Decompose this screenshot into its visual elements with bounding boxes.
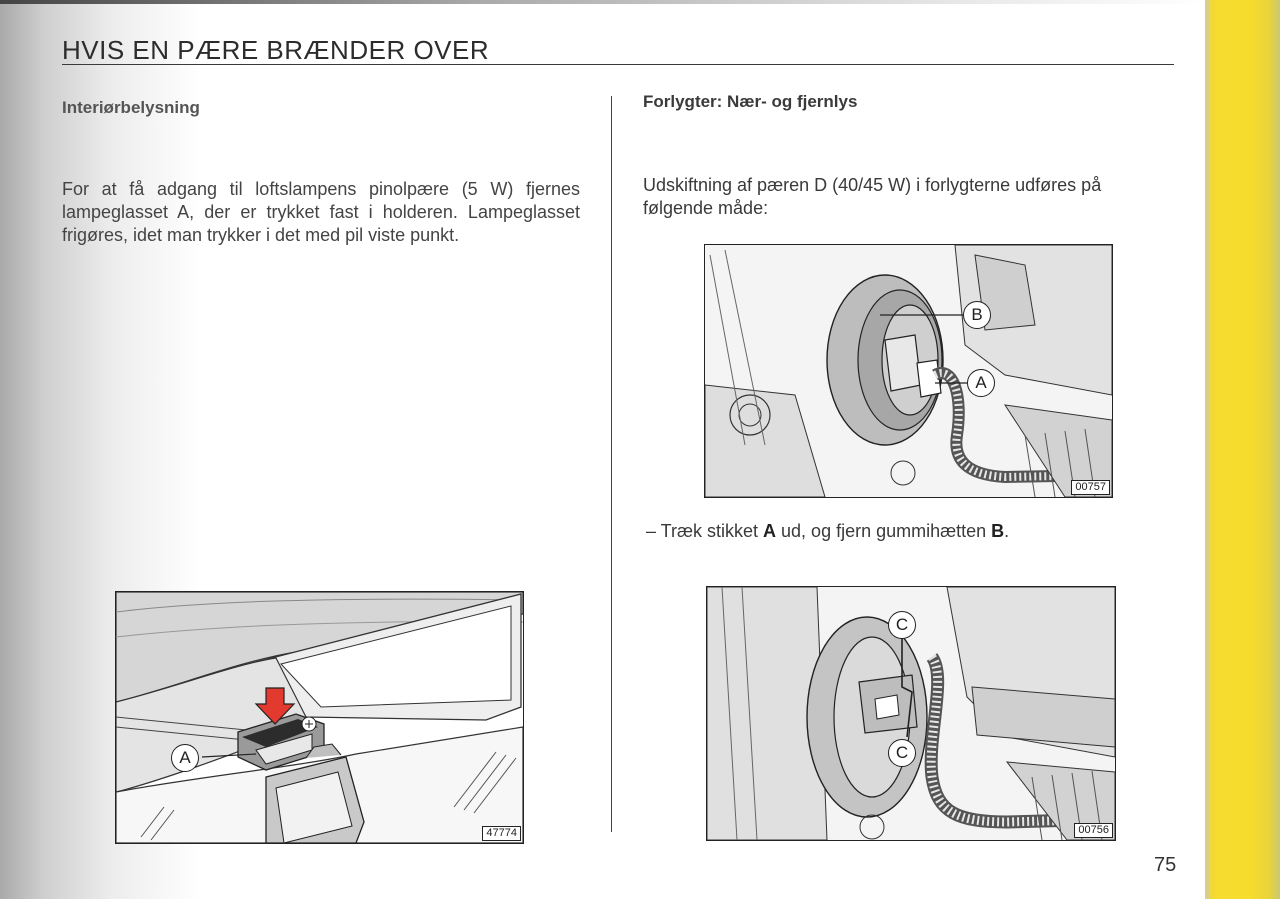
figure-code: 00757 [1071,480,1110,495]
instruction-prefix: – Træk stikket [646,521,764,541]
title-rule [62,64,1174,65]
callout-a: A [171,744,199,772]
left-paragraph: For at få adgang til loftslampens pinolp… [62,179,580,245]
instruction-a: A [763,521,777,541]
page-number: 75 [1154,854,1177,876]
callout-c-bottom: C [888,739,916,767]
ceiling-lamp-illustration [116,592,523,843]
column-divider [611,96,612,832]
figure-code: 00756 [1074,823,1113,838]
page-title: HVIS EN PÆRE BRÆNDER OVER [62,35,490,65]
instruction-step: – Træk stikket A ud, og fjern gummihætte… [646,521,1009,542]
callout-c-top: C [888,611,916,639]
page-top-edge [0,0,1205,4]
callout-a-right: A [967,369,995,397]
figure-ceiling-lamp: A 47774 [115,591,524,844]
right-heading: Forlygter: Nær- og fjernlys [643,92,858,111]
headlamp-connector-illustration [705,245,1112,497]
instruction-b: B [991,521,1005,541]
left-heading: Interiørbelysning [62,98,200,117]
callout-b: B [963,301,991,329]
figure-headlamp-connector: B A 00757 [704,244,1113,498]
figure-code: 47774 [482,826,521,841]
red-arrow-icon [254,687,296,725]
yellow-tab-strip [1205,0,1280,899]
instruction-suffix: . [1004,521,1010,541]
figure-headlamp-clip: C C 00756 [706,586,1116,841]
instruction-middle: ud, og fjern gummihætten [776,521,992,541]
page-content: HVIS EN PÆRE BRÆNDER OVER Interiørbelysn… [62,35,1177,876]
right-paragraph: Udskiftning af pæren D (40/45 W) i forly… [643,175,1102,218]
